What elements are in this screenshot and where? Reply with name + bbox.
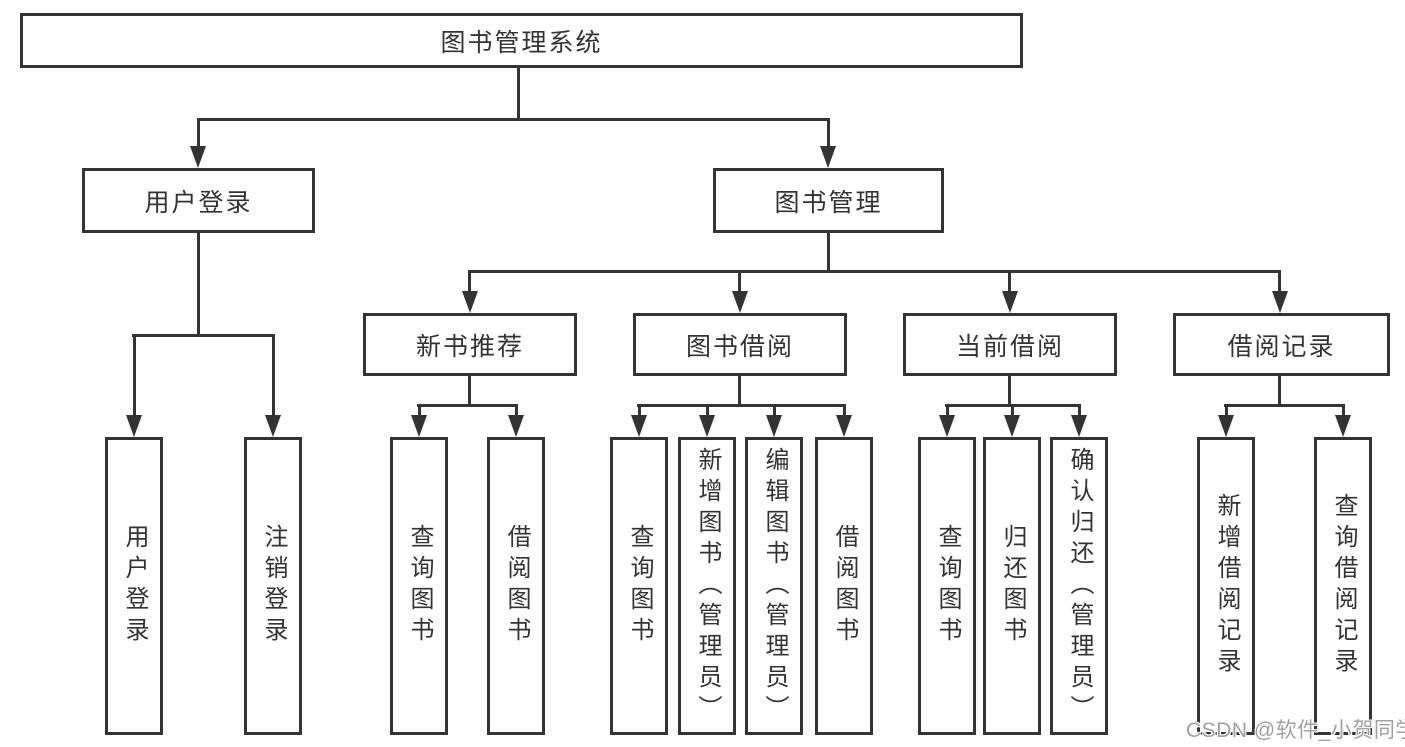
arrow-down-icon [1272, 291, 1288, 313]
arrow-down-icon [1004, 415, 1020, 437]
leaf-borrow-query: 查询图书 [610, 437, 668, 735]
connector-line [637, 404, 846, 407]
leaf-label: 编辑图书（管理员） [761, 446, 788, 726]
connector-line [468, 270, 1281, 273]
connector-line [133, 334, 136, 417]
node-user-login: 用户登录 [82, 168, 315, 233]
connector-line [1278, 376, 1281, 406]
arrow-down-icon [190, 146, 206, 168]
connector-line [1078, 404, 1081, 417]
arrow-down-icon [1002, 291, 1018, 313]
node-new-book-recommend: 新书推荐 [363, 313, 577, 376]
node-label: 图书借阅 [685, 332, 794, 361]
arrow-down-icon [508, 415, 524, 437]
arrow-down-icon [836, 415, 852, 437]
arrow-down-icon [126, 415, 142, 437]
node-label: 当前借阅 [955, 332, 1064, 361]
connector-line [468, 376, 471, 406]
connector-line [827, 233, 830, 272]
connector-line [638, 404, 641, 417]
arrow-down-icon [1218, 415, 1234, 437]
leaf-label: 查询图书 [626, 524, 653, 648]
connector-line [1011, 404, 1014, 417]
arrow-down-icon [820, 146, 836, 168]
node-label: 图书管理系统 [440, 28, 603, 57]
connector-line [773, 404, 776, 417]
arrow-down-icon [462, 291, 478, 313]
leaf-borrow-borrow: 借阅图书 [815, 437, 873, 735]
arrow-down-icon [732, 291, 748, 313]
leaf-logout: 注销登录 [244, 437, 302, 735]
connector-line [418, 404, 421, 417]
leaf-label: 借阅图书 [503, 524, 530, 648]
connector-line [197, 233, 200, 336]
connector-line [515, 404, 518, 417]
leaf-label: 新增借阅记录 [1213, 493, 1240, 679]
node-borrow-records: 借阅记录 [1173, 313, 1390, 376]
connector-line [738, 270, 741, 293]
arrow-down-icon [939, 415, 955, 437]
connector-line [132, 334, 275, 337]
leaf-label: 确认归还（管理员） [1066, 446, 1093, 726]
leaf-label: 查询图书 [934, 524, 961, 648]
arrow-down-icon [1071, 415, 1087, 437]
leaf-user-login: 用户登录 [105, 437, 163, 735]
node-label: 用户登录 [144, 188, 253, 217]
connector-line [1278, 270, 1281, 293]
leaf-newbooks-query: 查询图书 [390, 437, 448, 735]
node-label: 借阅记录 [1227, 332, 1336, 361]
leaf-label: 新增图书（管理员） [694, 446, 721, 726]
leaf-records-query: 查询借阅记录 [1314, 437, 1372, 735]
connector-line [706, 404, 709, 417]
connector-line [843, 404, 846, 417]
node-library-system: 图书管理系统 [20, 13, 1023, 68]
leaf-borrow-edit-admin: 编辑图书（管理员） [745, 437, 803, 735]
connector-line [197, 118, 200, 148]
connector-line [417, 404, 517, 407]
connector-line [1342, 404, 1345, 417]
arrow-down-icon [699, 415, 715, 437]
leaf-label: 借阅图书 [831, 524, 858, 648]
leaf-newbooks-borrow: 借阅图书 [487, 437, 545, 735]
node-label: 图书管理 [774, 188, 883, 217]
node-book-borrow: 图书借阅 [633, 313, 847, 376]
arrow-down-icon [631, 415, 647, 437]
leaf-label: 查询借阅记录 [1330, 493, 1357, 679]
connector-line [1224, 404, 1345, 407]
connector-line [1008, 376, 1011, 406]
leaf-label: 用户登录 [121, 524, 148, 648]
leaf-label: 查询图书 [406, 524, 433, 648]
node-current-borrow: 当前借阅 [903, 313, 1117, 376]
arrow-down-icon [411, 415, 427, 437]
leaf-borrow-add-admin: 新增图书（管理员） [678, 437, 736, 735]
connector-line [827, 118, 830, 148]
connector-line [468, 270, 471, 293]
csdn-watermark: CSDN @软件_小贺同学 [1186, 719, 1405, 742]
node-book-management: 图书管理 [713, 168, 944, 233]
connector-line [1008, 270, 1011, 293]
leaf-current-confirm-admin: 确认归还（管理员） [1050, 437, 1108, 735]
leaf-current-return: 归还图书 [983, 437, 1041, 735]
connector-line [272, 334, 275, 417]
connector-line [517, 68, 520, 120]
leaf-label: 注销登录 [260, 524, 287, 648]
arrow-down-icon [265, 415, 281, 437]
arrow-down-icon [1335, 415, 1351, 437]
connector-line [1225, 404, 1228, 417]
leaf-current-query: 查询图书 [918, 437, 976, 735]
node-label: 新书推荐 [415, 332, 524, 361]
connector-line [738, 376, 741, 406]
leaf-records-add: 新增借阅记录 [1197, 437, 1255, 735]
arrow-down-icon [766, 415, 782, 437]
leaf-label: 归还图书 [999, 524, 1026, 648]
connector-line [946, 404, 949, 417]
connector-line [197, 118, 830, 121]
